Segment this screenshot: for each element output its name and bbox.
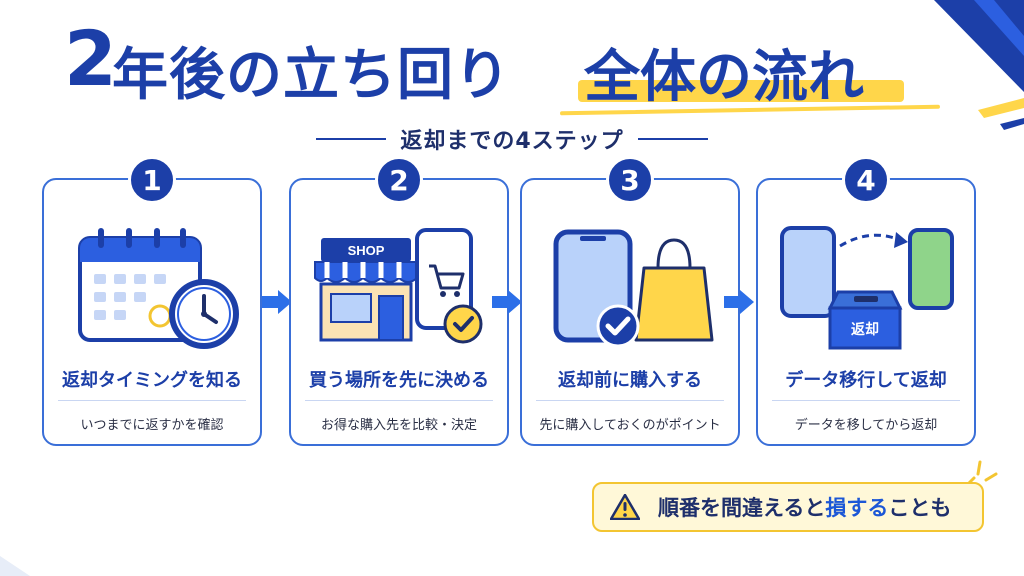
note-prefix: 順番を間違えると: [658, 496, 826, 520]
arrow-right-icon: [724, 290, 754, 314]
step-number-badge: 2: [375, 156, 423, 204]
step-description: 先に購入しておくのがポイント: [539, 418, 721, 433]
warning-icon: [610, 494, 640, 520]
step-divider: [58, 400, 246, 401]
step-title: 返却前に購入する: [558, 370, 702, 391]
corner-decoration-bottom-left: [0, 556, 40, 576]
title-number: 2: [64, 14, 117, 103]
step-card-2: 2 SHOP 買う場所を先に決める お得な購入先を比較・決定: [289, 156, 509, 446]
step-divider: [536, 400, 724, 401]
title-highlight-text: 全体の流れ: [584, 45, 864, 110]
step-card-3: 3 返却前に購入する 先に購入しておくのがポイント: [520, 156, 740, 446]
step-divider: [772, 400, 960, 401]
title-highlight-marker: [578, 80, 904, 102]
page-title: 2 年後の立ち回り 全体の流れ: [0, 14, 1024, 112]
subtitle-line-left: [316, 138, 387, 140]
shop-sign-label: SHOP: [348, 243, 385, 258]
phone-bag-check-icon: [532, 222, 728, 350]
step-title: 買う場所を先に決める: [309, 370, 489, 391]
step-description: データを移してから返却: [794, 418, 938, 433]
subtitle: 返却までの4ステップ: [0, 122, 1024, 156]
step-number-badge: 4: [842, 156, 890, 204]
arrow-right-icon: [262, 290, 292, 314]
step-number-badge: 1: [128, 156, 176, 204]
shop-phone-cart-icon: SHOP: [301, 222, 497, 350]
subtitle-line-right: [637, 138, 708, 140]
note-suffix: ことも: [888, 496, 952, 520]
step-description: お得な購入先を比較・決定: [320, 418, 477, 433]
step-divider: [305, 400, 493, 401]
step-card-1: 1 返却タイミングを知る いつまでに返すかを確認: [42, 156, 262, 446]
calendar-clock-icon: [54, 222, 250, 350]
warning-note-text: 順番を間違えると損することも: [658, 492, 951, 522]
return-box-label: 返却: [851, 321, 879, 338]
corner-decoration-top-right: [904, 0, 1024, 130]
step-number-badge: 3: [606, 156, 654, 204]
arrow-right-icon: [492, 290, 522, 314]
subtitle-text: 返却までの4ステップ: [400, 129, 624, 154]
step-description: いつまでに返すかを確認: [80, 418, 224, 433]
warning-note: 順番を間違えると損することも: [592, 482, 984, 532]
phones-return-box-icon: 返却: [768, 222, 964, 350]
note-emphasis: 損する: [825, 496, 889, 520]
title-main-text: 年後の立ち回り: [112, 43, 511, 108]
step-title: データ移行して返却: [785, 370, 947, 391]
step-card-4: 4 返却 データ移行して返却 データを移してから返却: [756, 156, 976, 446]
step-title: 返却タイミングを知る: [62, 370, 242, 391]
